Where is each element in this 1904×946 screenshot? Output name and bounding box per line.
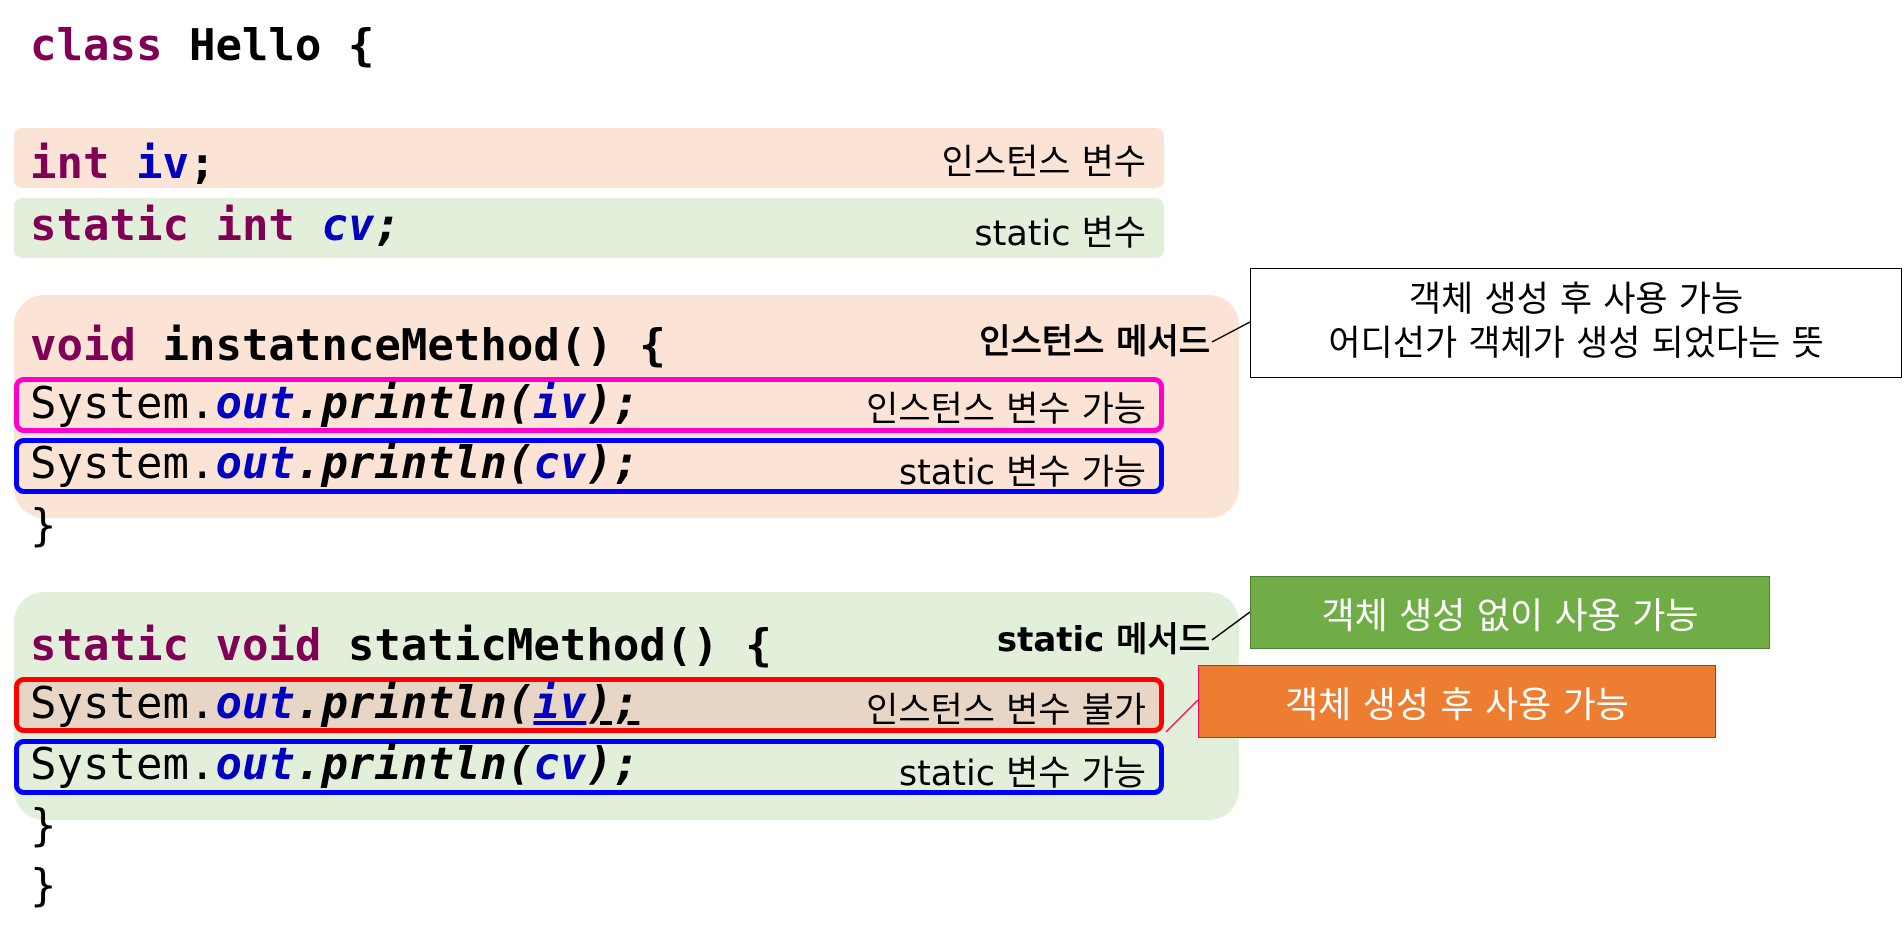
- instance-var-ok-note: 인스턴스 변수 가능: [866, 390, 1146, 430]
- static-callout-connector: [1211, 611, 1251, 641]
- instance-callout-connector: [1211, 321, 1251, 343]
- cv-arg: cv: [533, 438, 587, 489]
- void-keyword: void: [215, 620, 322, 671]
- out-token: out: [215, 739, 295, 790]
- static-println-iv-box: [14, 677, 1164, 733]
- static-method-callout: 객체 생성 없이 사용 가능: [1250, 576, 1770, 649]
- method-name: staticMethod() {: [347, 620, 772, 671]
- static-callout-text: 객체 생성 없이 사용 가능: [1321, 595, 1699, 637]
- instance-var-declaration: int iv;: [30, 138, 215, 189]
- close-token: );: [586, 739, 640, 790]
- instance-method-block: [14, 295, 1239, 518]
- close-brace: }: [30, 500, 57, 551]
- instance-var-block: [14, 128, 1164, 188]
- instance-callout-line2: 어디선가 객체가 생성 되었다는 뜻: [1328, 324, 1824, 364]
- int-keyword: int: [215, 200, 295, 251]
- static-method-label: static 메서드: [996, 620, 1210, 660]
- static-var-note: static 변수: [974, 214, 1146, 254]
- iv-arg: iv: [533, 378, 587, 429]
- instance-println-cv-box: [14, 438, 1164, 494]
- class-declaration: class Hello {: [30, 20, 374, 71]
- static-method-signature: static void staticMethod() {: [30, 620, 772, 671]
- out-token: out: [215, 438, 295, 489]
- instance-method-signature: void instatnceMethod() {: [30, 320, 666, 371]
- instance-var-no-note: 인스턴스 변수 불가: [866, 691, 1146, 731]
- close-token: );: [586, 678, 640, 729]
- static-method-close-brace: }: [30, 800, 57, 851]
- close-brace: }: [30, 860, 57, 911]
- open-brace: {: [347, 20, 375, 71]
- println-token: .println(: [294, 678, 534, 729]
- iv-field: iv: [135, 138, 189, 189]
- instance-method-callout: 객체 생성 후 사용 가능 어디선가 객체가 생성 되었다는 뜻: [1250, 268, 1902, 378]
- void-keyword: void: [30, 320, 136, 371]
- cv-arg: cv: [533, 739, 587, 790]
- static-keyword: static: [30, 620, 189, 671]
- error-callout: 객체 생성 후 사용 가능: [1198, 665, 1716, 738]
- static-var-declaration: static int cv;: [30, 200, 401, 251]
- static-println-iv: System.out.println(iv);: [30, 678, 639, 729]
- println-token: .println(: [294, 739, 534, 790]
- error-callout-connector: [1165, 699, 1199, 733]
- semicolon: ;: [188, 138, 216, 189]
- close-token: );: [586, 378, 640, 429]
- class-close-brace: }: [30, 860, 57, 911]
- cv-field: cv: [321, 200, 375, 251]
- instance-println-iv: System.out.println(iv);: [30, 378, 639, 429]
- system-token: System.: [30, 438, 216, 489]
- instance-callout-line1: 객체 생성 후 사용 가능: [1408, 280, 1744, 321]
- println-token: .println(: [294, 438, 534, 489]
- static-println-cv: System.out.println(cv);: [30, 739, 639, 790]
- system-token: System.: [30, 678, 216, 729]
- static-keyword: static: [30, 200, 189, 251]
- method-name: instatnceMethod() {: [162, 320, 666, 371]
- instance-var-note: 인스턴스 변수: [941, 143, 1146, 183]
- static-println-cv-box: [14, 739, 1164, 795]
- instance-method-close-brace: }: [30, 500, 57, 551]
- println-token: .println(: [294, 378, 534, 429]
- instance-println-cv: System.out.println(cv);: [30, 438, 639, 489]
- system-token: System.: [30, 378, 216, 429]
- out-token: out: [215, 378, 295, 429]
- instance-method-label: 인스턴스 메서드: [979, 322, 1210, 362]
- static-var-ok-note-2: static 변수 가능: [898, 754, 1146, 794]
- error-callout-text: 객체 생성 후 사용 가능: [1285, 684, 1629, 726]
- semicolon: ;: [374, 200, 401, 251]
- close-token: );: [586, 438, 640, 489]
- iv-arg-error: iv: [533, 678, 587, 729]
- close-brace: }: [30, 800, 57, 851]
- static-var-ok-note: static 변수 가능: [898, 453, 1146, 493]
- int-keyword: int: [30, 138, 110, 189]
- system-token: System.: [30, 739, 216, 790]
- static-var-block: [14, 198, 1164, 258]
- class-name: Hello: [188, 20, 322, 71]
- out-token: out: [215, 678, 295, 729]
- class-keyword: class: [30, 20, 163, 71]
- instance-println-iv-box: [14, 377, 1164, 433]
